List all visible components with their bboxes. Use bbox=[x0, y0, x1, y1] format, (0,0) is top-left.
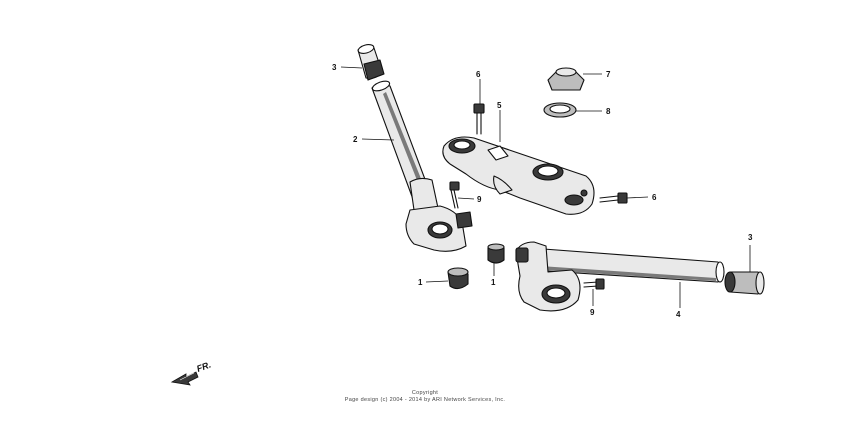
arrow-icon bbox=[170, 371, 199, 386]
part-5-top-bridge bbox=[442, 136, 595, 215]
callout-8: 8 bbox=[606, 107, 611, 116]
part-3-grip-right bbox=[724, 271, 765, 295]
callout-1-left: 1 bbox=[418, 278, 423, 287]
callout-9-mid: 9 bbox=[477, 195, 482, 204]
callout-1-right: 1 bbox=[491, 278, 496, 287]
callout-6-top: 6 bbox=[476, 70, 481, 79]
callout-labels: 3 2 6 5 7 8 9 6 3 1 1 4 9 bbox=[332, 63, 753, 319]
copyright-heading: Copyright bbox=[411, 390, 439, 396]
leader-lines bbox=[340, 66, 751, 308]
callout-4: 4 bbox=[676, 310, 681, 319]
part-9-bolt-bottom bbox=[583, 278, 605, 290]
part-2-left-handlebar bbox=[371, 80, 473, 252]
front-direction-arrow: FR. bbox=[170, 360, 212, 386]
part-7-stem-nut bbox=[547, 67, 585, 91]
callout-9-bottom: 9 bbox=[590, 308, 595, 317]
part-9-bolt-mid bbox=[449, 181, 460, 209]
callout-2: 2 bbox=[353, 135, 358, 144]
part-1-cap-right bbox=[487, 243, 505, 264]
part-8-washer bbox=[543, 102, 577, 118]
callout-7: 7 bbox=[606, 70, 611, 79]
callout-3-top: 3 bbox=[332, 63, 337, 72]
callout-3-right: 3 bbox=[748, 233, 753, 242]
copyright-notice: Page design (c) 2004 - 2014 by ARI Netwo… bbox=[344, 397, 506, 403]
direction-label: FR. bbox=[195, 360, 212, 374]
callout-5: 5 bbox=[497, 101, 502, 110]
part-6-bolt-top bbox=[473, 103, 485, 135]
part-3-grip-top bbox=[357, 44, 385, 81]
part-6-bolt-right bbox=[599, 192, 628, 204]
part-1-cap-left bbox=[447, 267, 469, 290]
callout-6-right: 6 bbox=[652, 193, 657, 202]
part-4-right-handlebar bbox=[515, 241, 725, 312]
